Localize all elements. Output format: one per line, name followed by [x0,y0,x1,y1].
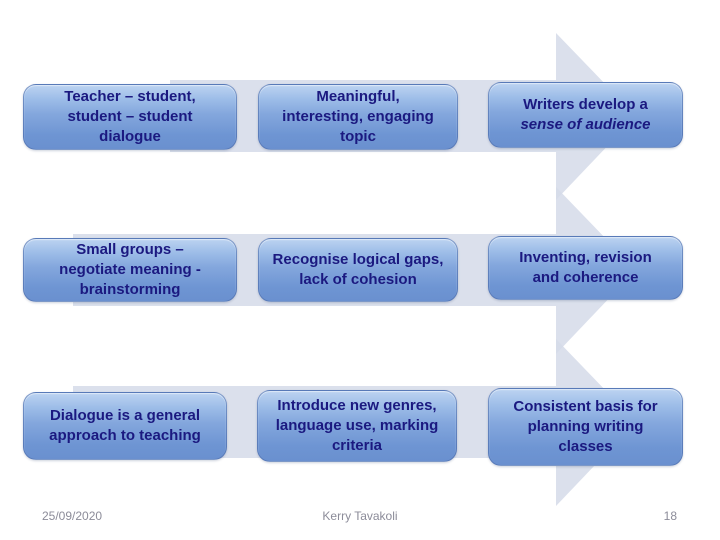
box-text-line: criteria [331,437,383,454]
footer-author: Kerry Tavakoli [322,509,398,523]
box-text-line: Meaningful, [316,88,400,105]
box-text-line: sense of audience [520,116,651,133]
box-row3-right: Consistent basis for planning writing cl… [488,388,683,466]
box-row3-left: Dialogue is a general approach to teachi… [23,392,227,460]
page-number: 18 [663,509,677,523]
box-text-line: language use, marking [275,417,439,434]
box-text-line: interesting, engaging [282,108,434,125]
box-row2-middle: Recognise logical gaps, lack of cohesion [258,238,458,302]
box-text-line: approach to teaching [49,427,201,444]
box-text-line: Small groups – [76,241,184,258]
box-text-line: Recognise logical gaps, [272,251,444,268]
box-text-line: Dialogue is a general [49,407,201,424]
box-text-line: and coherence [532,269,639,286]
box-text-line: topic [340,128,376,145]
slide-footer: 25/09/2020 Kerry Tavakoli 18 [0,503,720,527]
box-row3-middle: Introduce new genres, language use, mark… [257,390,457,462]
box-text-line: Inventing, revision [519,249,652,266]
box-text-line: student – student [67,108,193,125]
box-row1-right: Writers develop a sense of audience [488,82,683,148]
box-row1-left: Teacher – student, student – student dia… [23,84,237,150]
box-text-line: Teacher – student, [64,88,196,105]
footer-date: 25/09/2020 [42,509,103,523]
box-text-line: Introduce new genres, [277,397,437,414]
box-row1-middle: Meaningful, interesting, engaging topic [258,84,458,150]
box-text-line: classes [558,438,613,455]
box-text-line: dialogue [99,128,161,145]
box-row2-left: Small groups – negotiate meaning - brain… [23,238,237,302]
box-text-line: Consistent basis for [513,398,658,415]
box-text-line: brainstorming [79,281,181,298]
box-text-line: lack of cohesion [299,271,417,288]
box-text-line: Writers develop a [523,96,648,113]
box-row2-right: Inventing, revision and coherence [488,236,683,300]
box-text-line: planning writing [527,418,644,435]
box-text-line: negotiate meaning - [59,261,201,278]
